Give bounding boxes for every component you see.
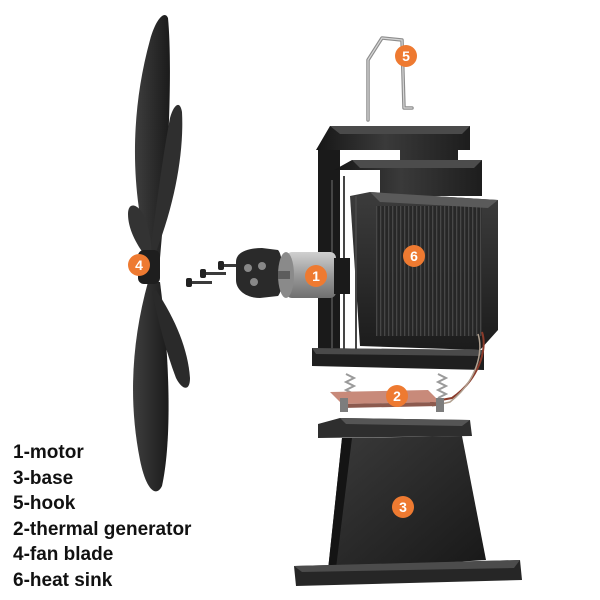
legend-item-hook: 5-hook [13, 493, 76, 514]
screw [218, 261, 244, 270]
callout-motor-number: 1 [312, 268, 320, 284]
legend-item-thermal-generator: 2-thermal generator [13, 518, 192, 540]
legend-item-heat-sink: 6-heat sink [13, 569, 113, 591]
callout-motor: 1 [305, 265, 327, 287]
fan-blade [128, 14, 190, 492]
screws [186, 261, 244, 287]
callout-heat-sink-number: 6 [410, 248, 418, 264]
screw [186, 278, 212, 287]
heat-sink [312, 126, 498, 407]
callout-fan-blade-number: 4 [135, 257, 143, 273]
fan-blade-lower [133, 282, 169, 492]
callout-base: 3 [392, 496, 414, 518]
fan-blade-lower-front [152, 290, 190, 388]
screw [200, 269, 226, 278]
callout-thermal-generator: 2 [386, 385, 408, 407]
parts-legend: 1-motor 3-base 5-hook 2-thermal generato… [13, 440, 191, 593]
thermal-generator [330, 373, 449, 412]
callout-thermal-generator-number: 2 [393, 388, 401, 404]
motor [278, 252, 350, 298]
legend-item-base: 3-base [13, 467, 74, 489]
fan-blade-upper-back [150, 104, 183, 252]
hook [366, 36, 414, 122]
legend-item-motor: 1-motor [13, 442, 84, 463]
callout-hook: 5 [395, 45, 417, 67]
callout-base-number: 3 [399, 499, 407, 515]
legend-item-fan-blade: 4-fan blade [13, 544, 114, 565]
callout-fan-blade: 4 [128, 254, 150, 276]
spring [435, 373, 449, 399]
callout-hook-number: 5 [402, 48, 410, 64]
motor-bracket [236, 248, 283, 298]
fan-blade-left [128, 205, 152, 262]
callout-heat-sink: 6 [403, 245, 425, 267]
